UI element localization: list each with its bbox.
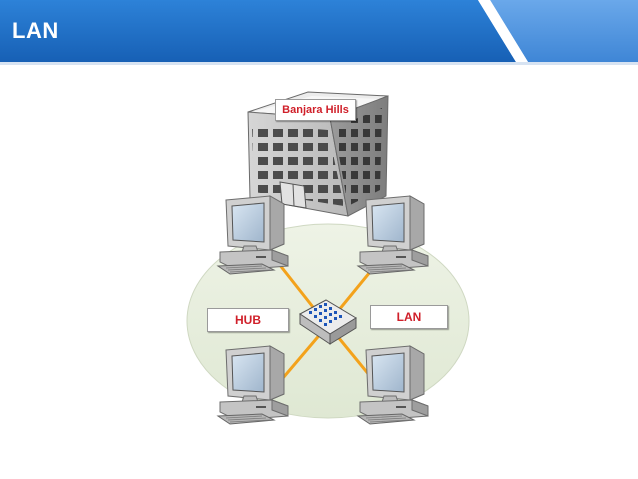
hub-icon	[299, 299, 357, 345]
building-label: Banjara Hills	[275, 99, 356, 121]
title-bar: LAN	[0, 0, 638, 66]
computer-icon-top-left	[217, 195, 289, 275]
network-label: LAN	[370, 305, 448, 329]
title-bar-background	[0, 0, 638, 65]
computer-icon-top-right	[357, 195, 429, 275]
slide-title: LAN	[12, 18, 59, 43]
hub-label: HUB	[207, 308, 289, 332]
computer-icon-bottom-left	[217, 345, 289, 425]
computer-icon-bottom-right	[357, 345, 429, 425]
